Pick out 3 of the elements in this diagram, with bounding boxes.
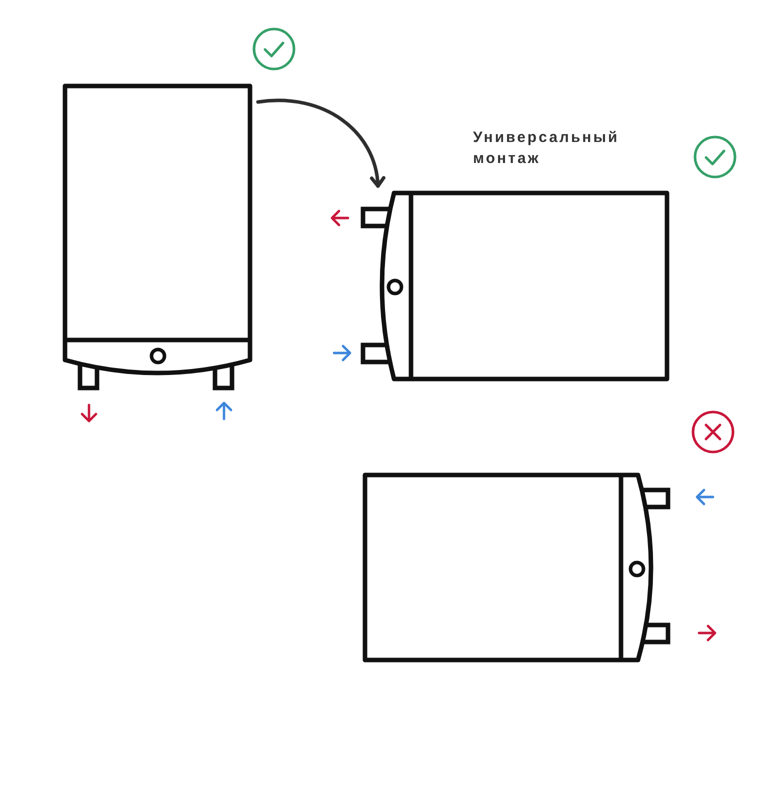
water-heater: [360, 470, 672, 665]
caption-text: Универсальный монтаж: [473, 128, 620, 169]
curved-arrow: [256, 98, 385, 188]
